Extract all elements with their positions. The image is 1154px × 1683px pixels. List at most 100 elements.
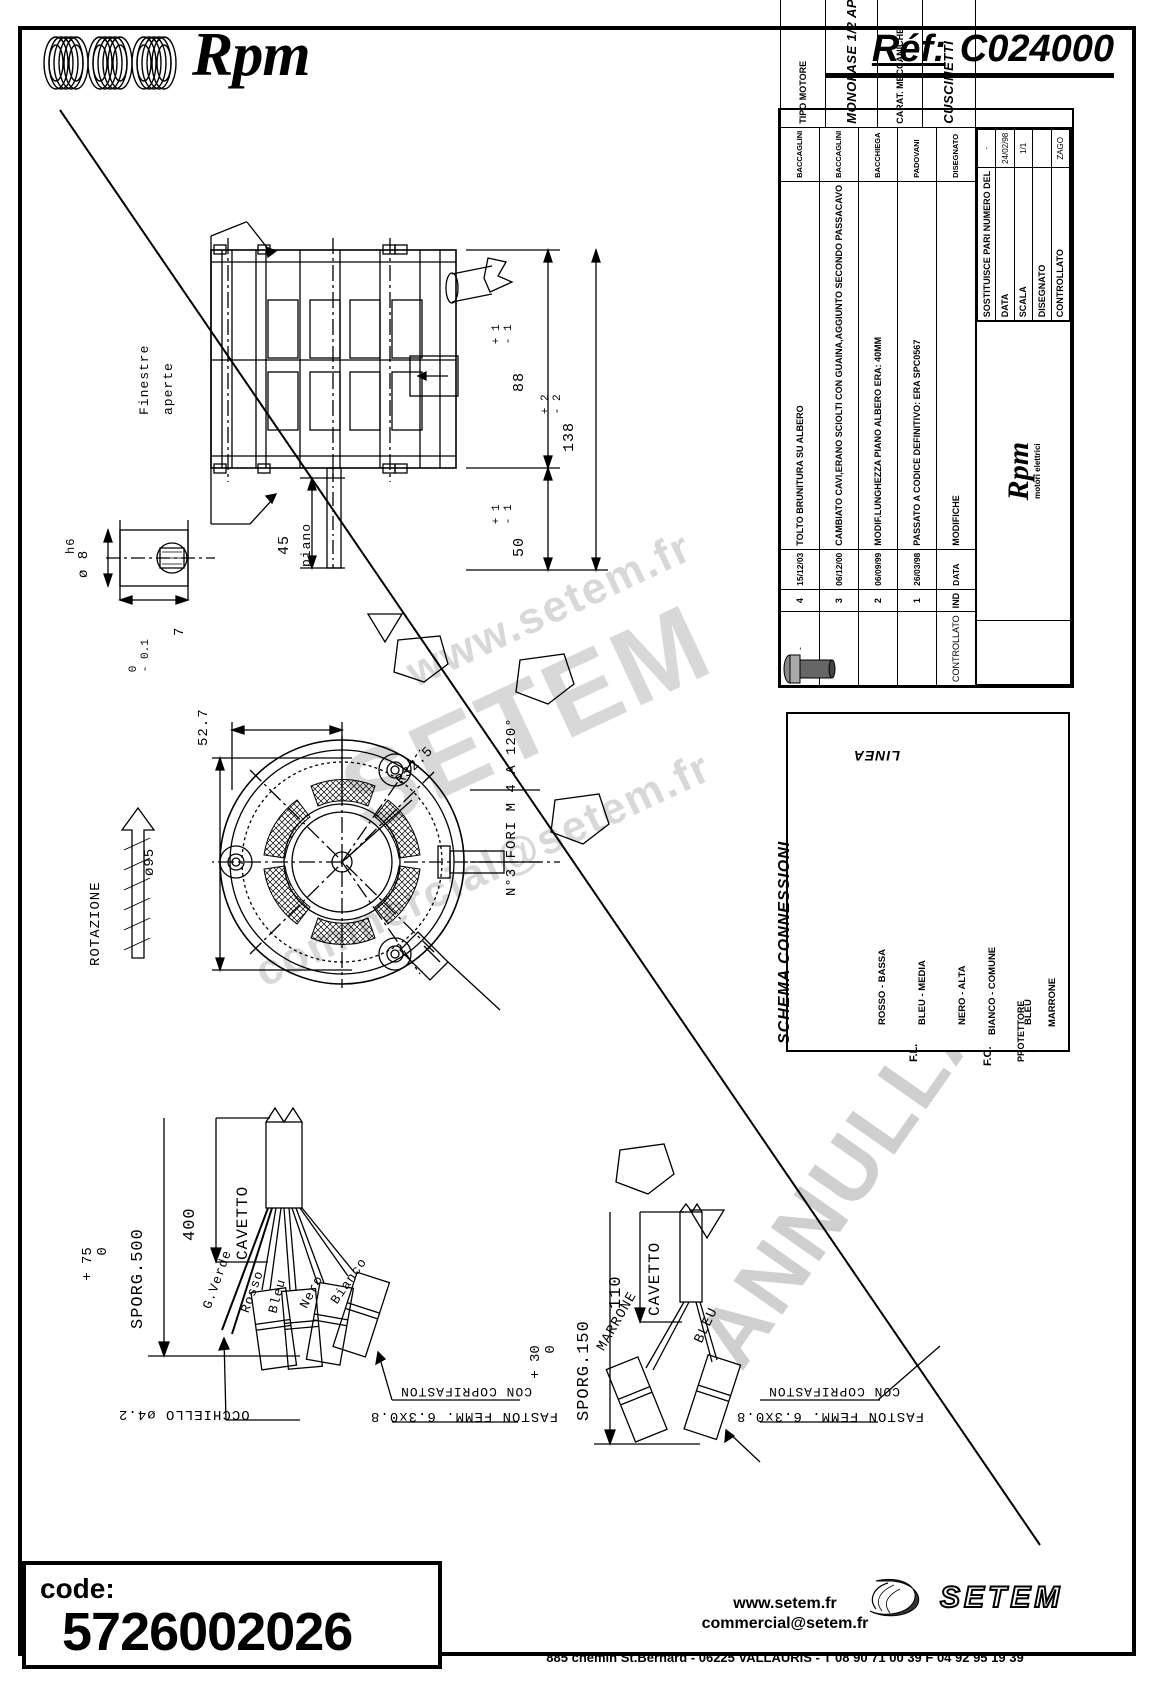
dim-50: 50 — [511, 536, 528, 557]
wire-label-nero: NERO - ALTA — [957, 965, 968, 1025]
dim-flat-len: 7 — [172, 626, 188, 636]
sostituisce-label: SOSTITUISCE PARI NUMERO DEL — [977, 167, 996, 321]
rev-desc-3: PASSATO A CODICE DEFINITIVO: ERA SPC0567 — [897, 181, 937, 550]
company-email[interactable]: commercial@setem.fr — [701, 1615, 869, 1632]
label-finestre: Finestre — [137, 344, 152, 415]
label-h6-fit: h6 — [64, 537, 78, 554]
rev-mark-3 — [897, 611, 937, 686]
label-n3-fori: N°3 FORI M 4 A 120° — [504, 717, 520, 896]
rev-date-3: 26/03/98 — [897, 549, 937, 590]
drawing-frame — [18, 26, 1136, 1656]
tol-sporg-150: + 30 0 — [528, 1345, 560, 1379]
rpm-logo-sub: motori elettrici — [1033, 443, 1042, 499]
rev-desc-2: MODIF.LUNGHEZZA PIANO ALBERO ERA: 40MM — [858, 181, 898, 550]
fc-label: F.C. — [982, 1046, 994, 1066]
controllato-value: ZAGO — [1051, 129, 1070, 168]
dim-138: 138 — [561, 421, 578, 452]
reference-header: Réf: C024000 — [826, 28, 1114, 78]
logo-info-cell: Rpm motori elettrici SOSTITUISCE PARI NU… — [783, 127, 1072, 686]
wire-label-bianco: BIANCO - COMUNE — [987, 946, 998, 1035]
rev-ind-0: 4 — [780, 589, 820, 612]
swan-icon — [869, 1579, 920, 1617]
brand-text: Rpm — [192, 21, 311, 89]
table-row: Rpm motori elettrici SOSTITUISCE PARI NU… — [783, 0, 1072, 686]
label-sporg-150: SPORG.150 — [575, 1320, 594, 1421]
dim-shaft-dia: ø 8 — [76, 549, 92, 578]
rev-who-2: BACCHIEGA — [858, 127, 898, 182]
wire-label-rosso: ROSSO - BASSA — [877, 948, 888, 1025]
scala-label: SCALA — [1014, 167, 1033, 321]
dim-45: 45 — [276, 534, 293, 555]
rpm-motor-icon — [783, 620, 1071, 685]
rev-ind-2: 2 — [858, 589, 898, 612]
schema-title: SCHEMA CONNESSIONI — [776, 840, 793, 1044]
dim-52-7: 52.7 — [196, 708, 212, 746]
label-occhiello: OCCHIELLO ø4.2 — [118, 1406, 250, 1422]
disegnato-value — [1032, 129, 1052, 168]
rev-who-1: BACCAGLINI — [819, 127, 859, 182]
rev-desc-1: CAMBIATO CAVI,ERANO SCIOLTI CON GUAINA,A… — [819, 181, 859, 550]
rev-date-4: DATA — [936, 549, 976, 590]
carat-value: CUSCINETTI — [941, 40, 957, 124]
rev-date-0: 15/12/03 — [780, 549, 820, 590]
ref-label: Réf: — [871, 28, 946, 70]
sostituisce-value: - — [977, 129, 996, 168]
meta-cell: SOSTITUISCE PARI NUMERO DEL - DATA 24/02… — [976, 128, 1071, 322]
tol-138: + 2 - 2 — [539, 394, 564, 415]
rev-desc-4: MODIFICHE — [936, 181, 976, 550]
coil-icon — [43, 36, 177, 90]
motor-icon — [783, 654, 836, 684]
tol-50: + 1 - 1 — [490, 504, 515, 525]
label-sporg-500: SPORG.500 — [129, 1228, 148, 1329]
label-cavetto-right: CAVETTO — [646, 1241, 664, 1316]
tipo-motore-label: TIPO MOTORE — [781, 0, 826, 127]
dim-88: 88 — [511, 371, 528, 392]
rev-who-4: DISEGNATO — [936, 127, 976, 182]
protettore-label: PROTETTORE — [1016, 1000, 1026, 1062]
ref-value: C024000 — [959, 28, 1114, 70]
dim-95: ø95 — [142, 847, 158, 876]
schema-connessioni: SCHEMA CONNESSIONI LINEA ROSSO - BASSA B… — [776, 712, 1070, 1066]
wire-label-bleu-media: BLEU - MEDIA — [917, 960, 928, 1025]
carat-label: CARAT. MECCANICHE — [877, 0, 923, 127]
company-website[interactable]: www.setem.fr — [733, 1595, 837, 1612]
rev-who-0: BACCAGLINI — [780, 127, 820, 182]
controllato-label: CONTROLLATO — [1051, 167, 1070, 321]
label-aperte: aperte — [161, 362, 176, 415]
rpm-logo-cell: Rpm motori elettrici — [976, 321, 1071, 621]
rpm-logo-text: Rpm — [1002, 441, 1035, 501]
setem-logo: SETEM — [858, 1573, 1138, 1629]
label-400: 400 — [181, 1207, 200, 1241]
rev-ind-3: 1 — [897, 589, 937, 612]
code-value: 5726002026 — [62, 1602, 353, 1662]
data-label: DATA — [995, 167, 1015, 321]
wire-label-marrone: MARRONE — [1047, 977, 1058, 1027]
rev-mark-2 — [858, 611, 898, 686]
tol-flat: 0 - 0.1 — [127, 639, 152, 673]
rev-ind-1: 3 — [819, 589, 859, 612]
rev-date-1: 06/12/00 — [819, 549, 859, 590]
title-block: - 4 15/12/03 TOLTO BRUNITURA SU ALBERO B… — [778, 0, 1074, 688]
table-row: - 4 15/12/03 TOLTO BRUNITURA SU ALBERO B… — [780, 0, 976, 686]
fl-label: F.L. — [908, 1043, 920, 1062]
rpm-logo: Rpm — [40, 21, 350, 92]
rev-ind-4: IND — [936, 589, 976, 612]
rev-who-3: PADOVANI — [897, 127, 937, 182]
tipo-motore-cell: TIPO MOTORE MONOFASE 1/2 APERTO CARAT. M… — [780, 0, 976, 128]
schema-linea-label: LINEA — [853, 748, 900, 764]
code-label: code: — [40, 1573, 115, 1604]
company-address: 885 chemin St.Bernard - 06225 VALLAURIS … — [546, 1650, 1024, 1665]
data-value: 24/02/98 — [995, 129, 1015, 168]
label-faston-right: FASTON FEMM. 6.3x0.8 — [736, 1408, 925, 1424]
label-copri-right: CON COPRIFASTON — [768, 1384, 901, 1399]
rev-mark-4: CONTROLLATO — [936, 611, 976, 686]
rev-date-2: 06/09/99 — [858, 549, 898, 590]
label-faston-left: FASTON FEMM. 6.3x0.8 — [370, 1408, 559, 1424]
disegnato-label: DISEGNATO — [1032, 167, 1052, 321]
company-info: www.setem.fr commercial@setem.fr 885 che… — [455, 1594, 1115, 1665]
tol-sporg-500: + 75 0 — [80, 1247, 112, 1281]
setem-logo-text: SETEM — [939, 1580, 1064, 1615]
label-copri-left: CON COPRIFASTON — [400, 1384, 533, 1399]
ref-underline — [826, 73, 1114, 78]
